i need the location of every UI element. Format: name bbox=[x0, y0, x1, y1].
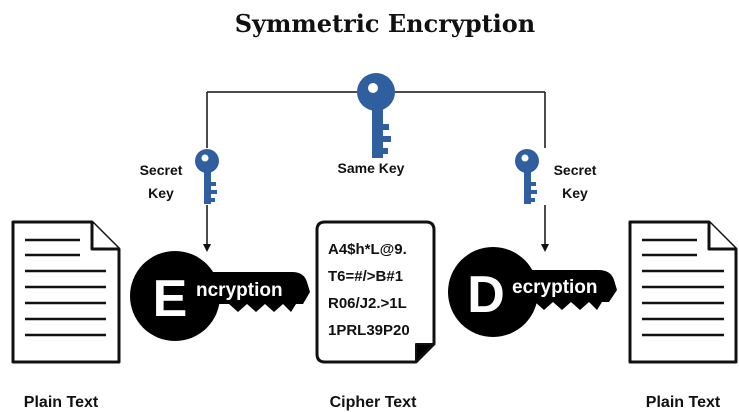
key-distribution-lines bbox=[203, 91, 549, 252]
right-secret-key-label-line2: Key bbox=[562, 185, 588, 201]
left-secret-key-icon bbox=[195, 149, 219, 204]
right-secret-key-label-line1: Secret bbox=[554, 162, 597, 178]
decryption-word: ecryption bbox=[512, 277, 598, 298]
cipher-line-4: 1PRL39P20 bbox=[328, 322, 410, 339]
diagram-title: Symmetric Encryption bbox=[235, 9, 536, 38]
shared-key-icon bbox=[357, 73, 395, 158]
cipher-line-3: R06/J2.>1L bbox=[328, 295, 407, 312]
right-secret-key-icon bbox=[515, 149, 539, 204]
left-plaintext-caption: Plain Text bbox=[24, 394, 99, 411]
encryption-letter: E bbox=[153, 270, 188, 328]
right-plaintext-document-icon bbox=[628, 220, 738, 364]
same-key-label: Same Key bbox=[338, 160, 405, 176]
left-secret-key-label-line1: Secret bbox=[140, 162, 183, 178]
cipher-text-caption: Cipher Text bbox=[330, 394, 418, 411]
cipher-text-document-icon: A4$h*L@9. T6=#/>B#1 R06/J2.>1L 1PRL39P20 bbox=[315, 220, 436, 364]
encryption-key-shape: E ncryption bbox=[130, 251, 310, 341]
right-plaintext-caption: Plain Text bbox=[646, 394, 721, 411]
decryption-key-shape: D ecryption bbox=[448, 247, 617, 337]
left-plaintext-document-icon bbox=[11, 220, 121, 364]
cipher-line-1: A4$h*L@9. bbox=[328, 241, 407, 258]
encryption-word: ncryption bbox=[196, 280, 283, 301]
cipher-line-2: T6=#/>B#1 bbox=[328, 268, 403, 285]
left-secret-key-label-line2: Key bbox=[148, 185, 174, 201]
decryption-letter: D bbox=[467, 266, 505, 324]
